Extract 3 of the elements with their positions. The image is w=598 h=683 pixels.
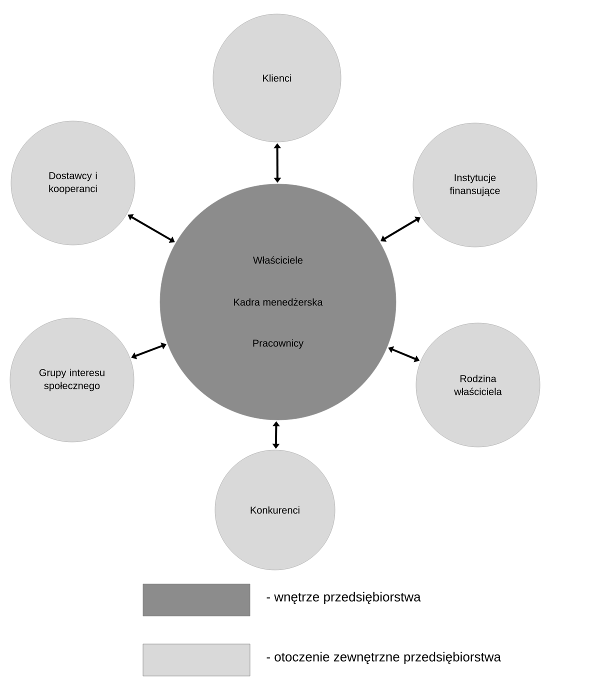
double-arrow xyxy=(128,214,175,243)
legend-text: - wnętrze przedsiębiorstwa xyxy=(266,592,421,604)
legend-text: - otoczenie zewnętrzne przedsiębiorstwa xyxy=(266,652,501,664)
